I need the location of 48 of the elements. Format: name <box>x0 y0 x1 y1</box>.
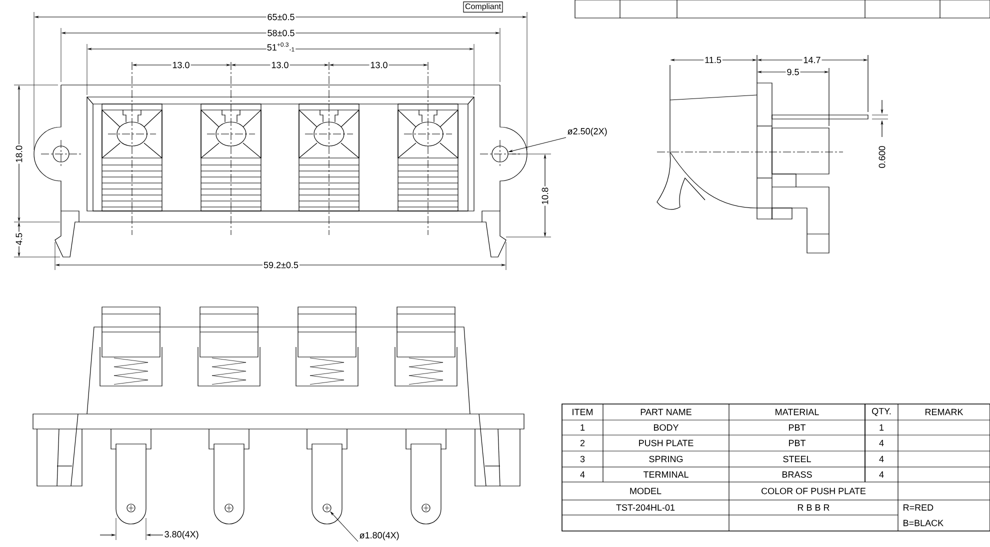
table-entry: QTY. <box>872 408 891 416</box>
table-entry: COLOR OF PUSH PLATE <box>762 488 866 494</box>
dimension-label: 13.0 <box>369 60 389 70</box>
dimension-label: 18.0 <box>14 144 24 164</box>
dimension-label: 13.0 <box>171 60 191 70</box>
table-entry: PBT <box>789 424 806 431</box>
table-entry: 2 <box>580 440 585 446</box>
table-entry: 4 <box>879 456 884 462</box>
dimension-label: ø2.50(2X) <box>568 128 607 136</box>
dimension-label: 0.600 <box>878 144 886 170</box>
table-entry: BRASS <box>782 471 812 478</box>
table-entry: MATERIAL <box>776 408 819 416</box>
table-entry: ITEM <box>572 408 593 416</box>
dimension-label: 58±0.5 <box>266 28 296 38</box>
table-entry: B=BLACK <box>904 520 944 526</box>
table-entry: REMARK <box>926 408 964 416</box>
table-entry: 4 <box>879 440 884 446</box>
dimension-label: 59.2±0.5 <box>262 260 300 270</box>
table-entry: 1 <box>580 424 585 431</box>
leader-line <box>508 137 566 152</box>
table-entry: STEEL <box>783 456 811 462</box>
dimension-label: 10.8 <box>540 186 550 206</box>
table-entry: PART NAME <box>640 408 692 416</box>
dimension-label: 3.80(4X) <box>164 530 198 540</box>
dimension-label: 13.0 <box>270 60 290 70</box>
table-entry: TERMINAL <box>643 471 688 478</box>
table-entry: MODEL <box>630 488 662 494</box>
table-entry: 3 <box>580 456 585 462</box>
table-entry: SPRING <box>649 456 683 462</box>
table-entry: 4 <box>580 471 585 478</box>
leader-line <box>330 512 358 542</box>
table-entry: R=RED <box>904 504 934 511</box>
table-entry: PBT <box>789 440 806 446</box>
dimension-label: 14.7 <box>802 56 822 64</box>
dimension-label: 65±0.5 <box>266 12 296 22</box>
table-entry: BODY <box>654 424 679 431</box>
mounting-hole <box>322 504 332 512</box>
dimension-label: ø1.80(4X) <box>360 532 399 540</box>
dimension-label: 4.5 <box>14 232 24 246</box>
table-entry: 4 <box>879 471 884 478</box>
table-entry: 1 <box>880 424 884 431</box>
compliance-box: Compliant <box>463 1 503 13</box>
dimension-label: 11.5 <box>704 56 722 64</box>
dimension-label: 9.5 <box>786 68 800 76</box>
table-entry: R B B R <box>798 504 830 511</box>
table-entry: PUSH PLATE <box>639 440 694 446</box>
table-entry: TST-204HL-01 <box>616 504 675 511</box>
mounting-hole <box>492 146 508 162</box>
